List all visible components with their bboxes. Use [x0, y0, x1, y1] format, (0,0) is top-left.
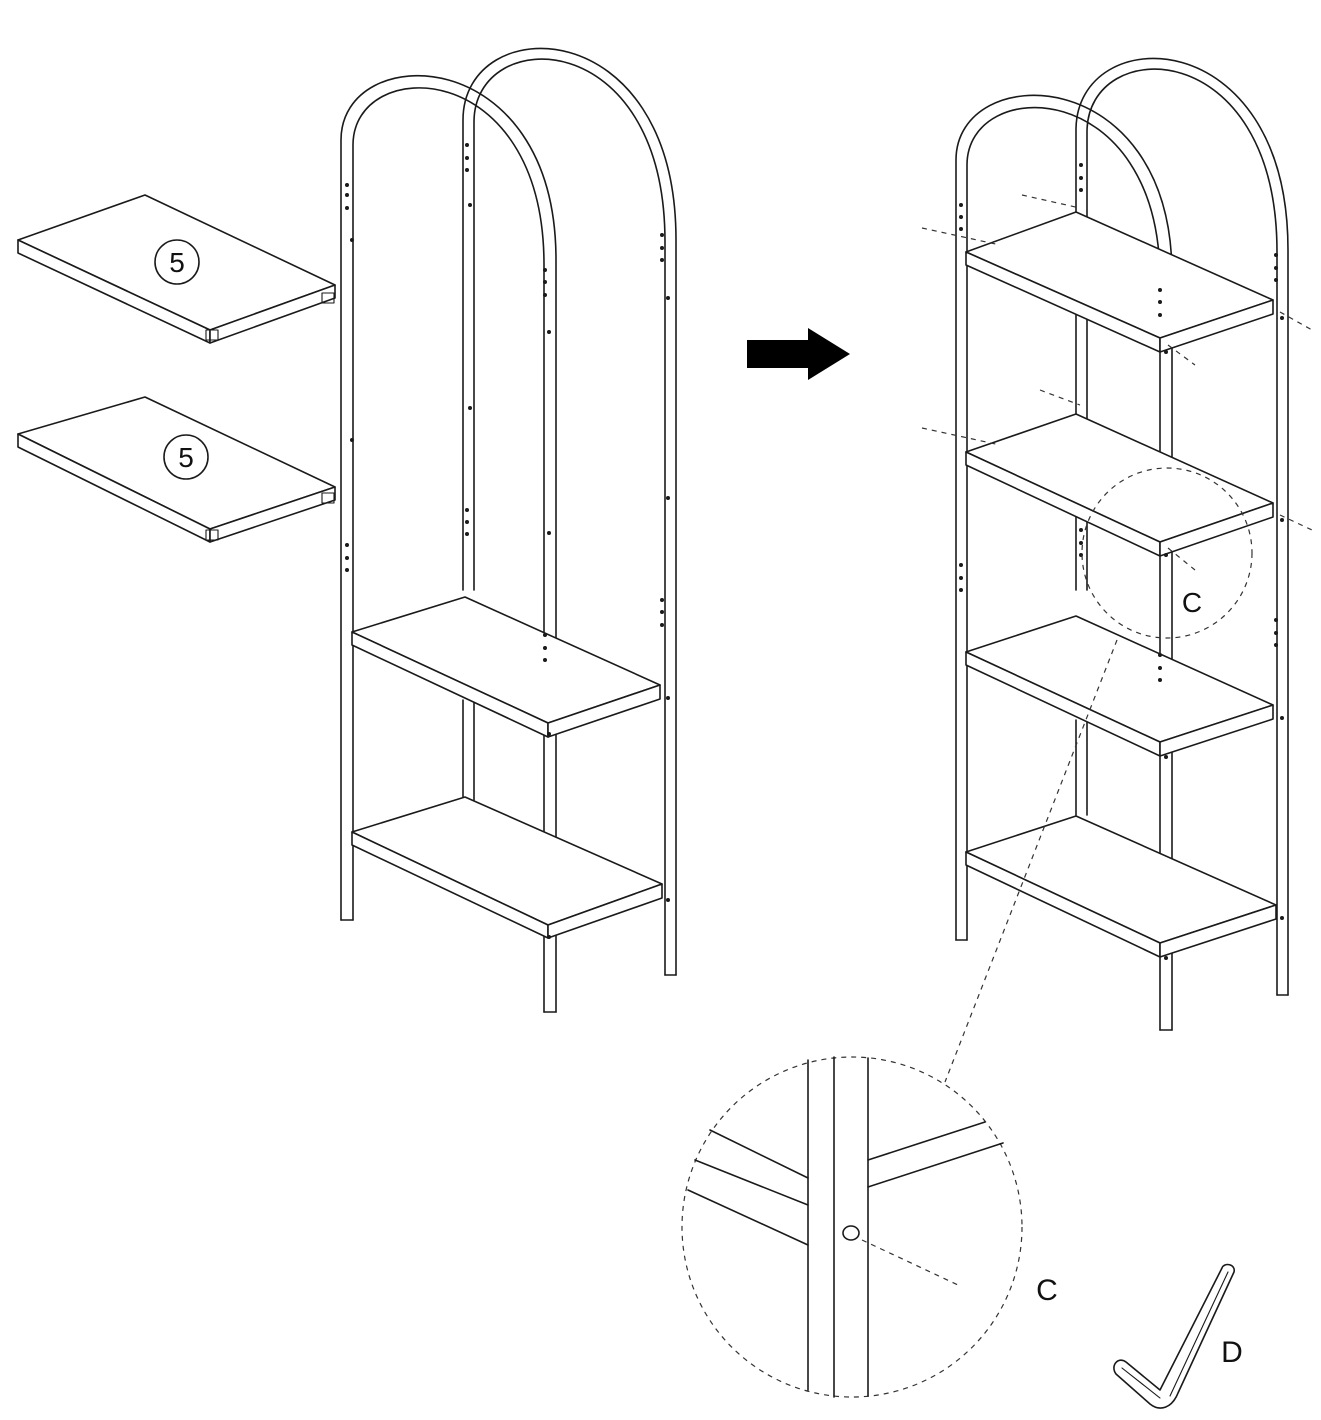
detail-view-label: C: [1036, 1274, 1058, 1307]
allen-key-icon: [1113, 1263, 1235, 1409]
shelf-panel-top: [17, 194, 336, 344]
detail-view-c: C: [681, 1056, 1058, 1398]
part-number-label: 5: [178, 442, 194, 473]
frame-holes: [959, 163, 1284, 960]
tool-label: D: [1221, 1336, 1243, 1369]
frame-holes: [345, 143, 670, 939]
detail-callout-label: C: [1182, 587, 1202, 618]
shelf-panel-bottom: [17, 396, 336, 543]
part-number-label: 5: [169, 247, 185, 278]
bookcase-frame-complete: [921, 57, 1313, 1031]
arrow-right-icon: [747, 328, 850, 380]
detail-marker-small: C: [1081, 467, 1253, 639]
bookcase-frame-partial: [340, 47, 677, 1013]
part-number-badge: 5: [154, 239, 200, 285]
part-number-badge: 5: [163, 434, 209, 480]
